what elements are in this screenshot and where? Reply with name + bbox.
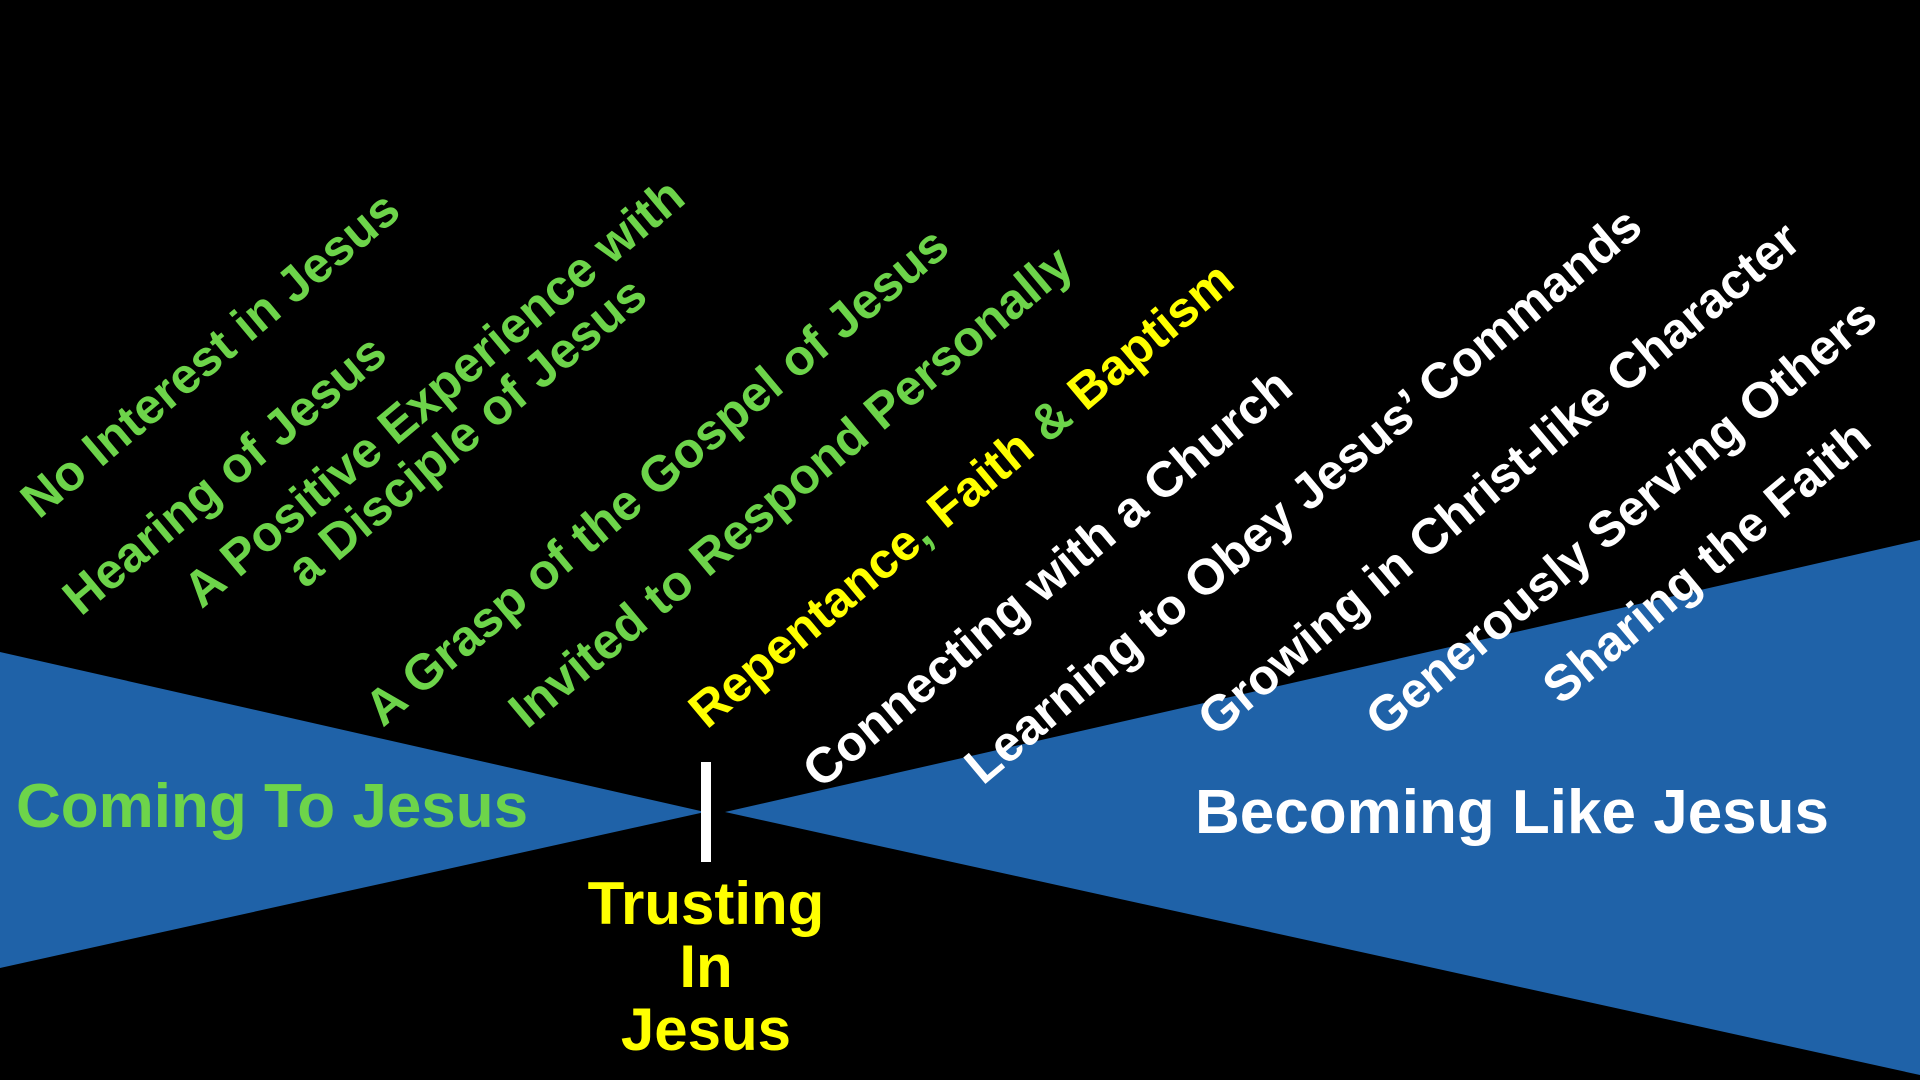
trusting-divider bbox=[701, 762, 711, 862]
trusting-line-2: In bbox=[679, 933, 733, 1000]
becoming-wedge bbox=[725, 540, 1920, 1075]
coming-wedge bbox=[0, 652, 705, 968]
trusting-in-jesus-label: Trusting In Jesus bbox=[556, 872, 856, 1061]
coming-to-jesus-label: Coming To Jesus bbox=[16, 772, 529, 841]
becoming-like-jesus-label: Becoming Like Jesus bbox=[1195, 778, 1830, 847]
trusting-line-3: Jesus bbox=[620, 996, 792, 1063]
trusting-line-1: Trusting bbox=[587, 870, 825, 937]
